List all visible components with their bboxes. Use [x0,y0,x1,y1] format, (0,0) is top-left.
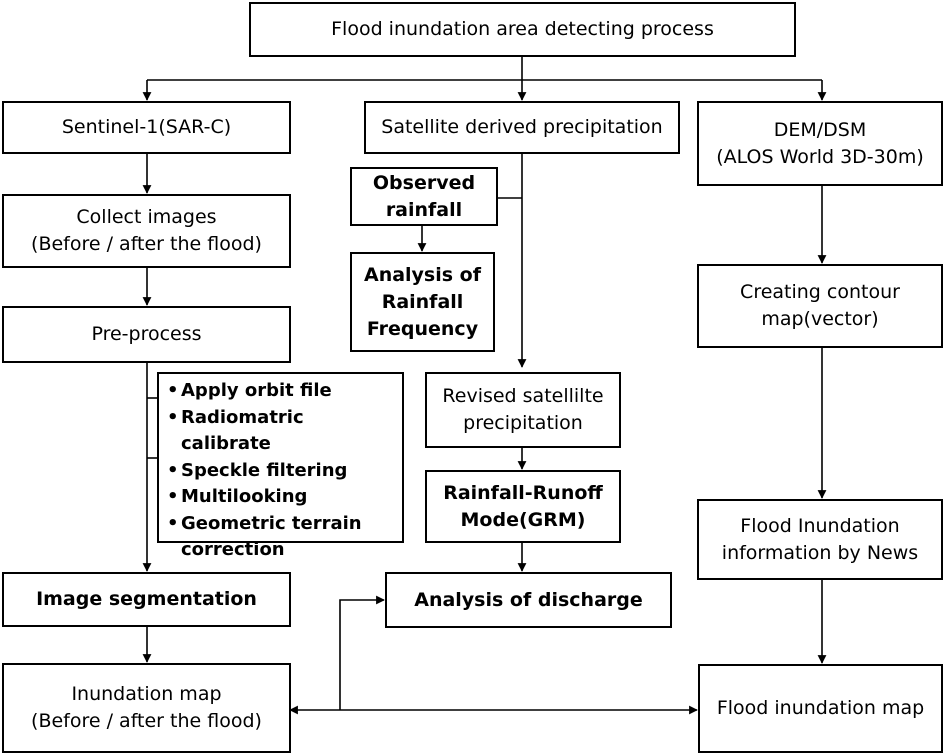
step-item: Multilooking [167,484,396,511]
rainfall-runoff-box: Rainfall-Runoff Mode(GRM) [425,470,621,543]
preprocess-box: Pre-process [2,306,291,363]
observed-rainfall-box: Observed rainfall [350,167,498,226]
revised-precipitation-box: Revised satellilte precipitation [425,372,621,448]
collect-images-box: Collect images (Before / after the flood… [2,194,291,268]
process-title-box: Flood inundation area detecting process [249,2,796,57]
contour-map-box: Creating contour map(vector) [697,264,943,348]
inundation-map-box: Inundation map (Before / after the flood… [2,663,291,753]
preprocess-steps-box: Apply orbit file Radiomatric calibrate S… [157,372,404,560]
step-item: Speckle filtering [167,458,396,485]
news-info-box: Flood Inundation information by News [697,499,943,580]
image-segmentation-box: Image segmentation [2,572,291,627]
rainfall-frequency-box: Analysis of Rainfall Frequency [350,252,495,352]
sentinel-box: Sentinel-1(SAR-C) [2,101,291,154]
step-item: Apply orbit file [167,378,396,405]
dem-dsm-box: DEM/DSM (ALOS World 3D-30m) [697,101,943,186]
flood-inundation-map-box: Flood inundation map [698,664,943,753]
discharge-link [339,595,385,710]
step-item: Radiomatric calibrate [167,405,396,458]
discharge-box: Analysis of discharge [385,572,672,628]
step-item: Geometric terrain correction [167,511,396,564]
satellite-precipitation-box: Satellite derived precipitation [364,101,680,154]
